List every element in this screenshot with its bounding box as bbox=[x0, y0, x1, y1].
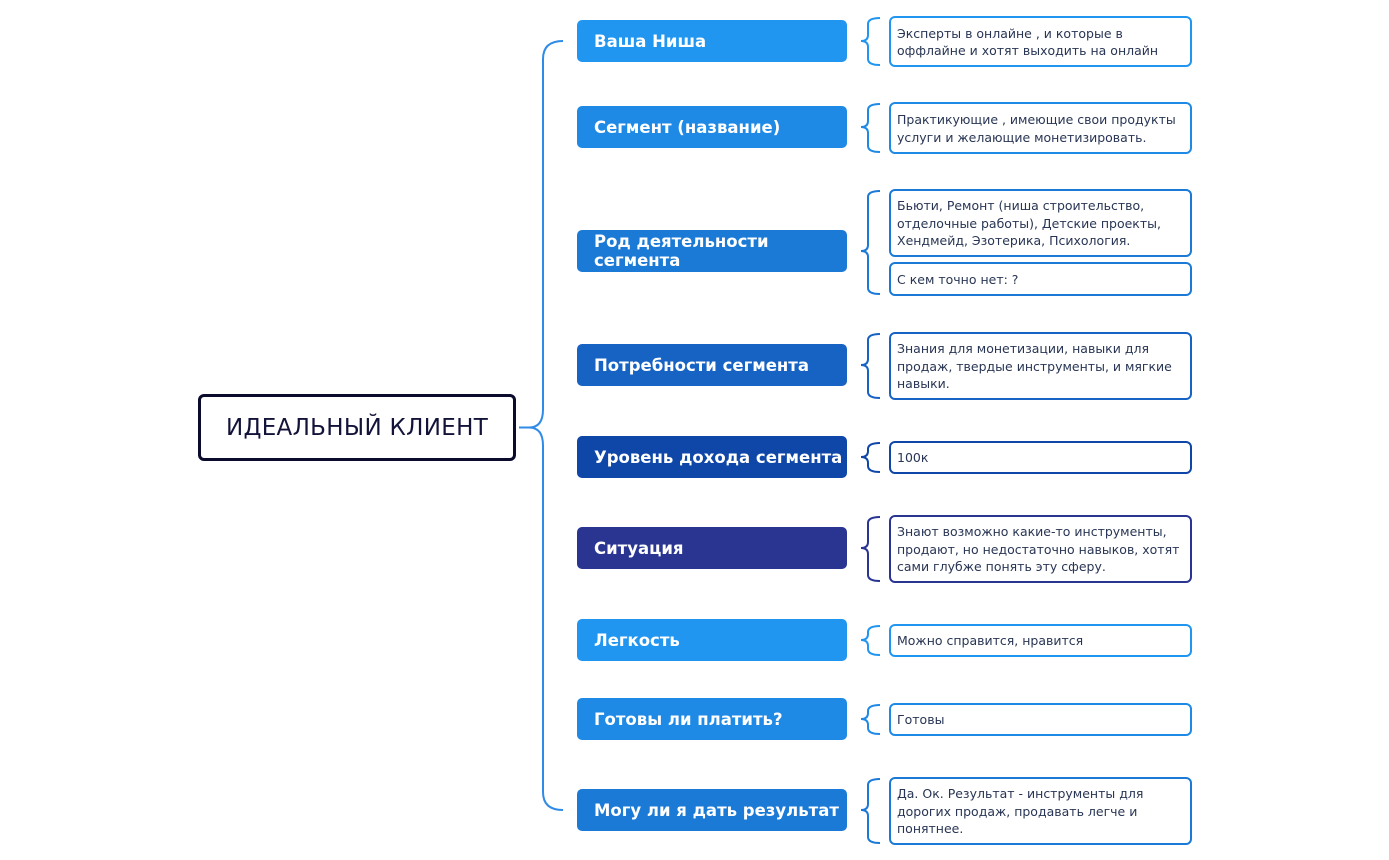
note-ease[interactable]: Можно справится, нравится bbox=[889, 624, 1192, 657]
branch-label: Ваша Ниша bbox=[594, 31, 707, 51]
note-ready-to-pay[interactable]: Готовы bbox=[889, 703, 1192, 736]
note-brace bbox=[860, 442, 881, 473]
branch-label: Могу ли я дать результат bbox=[594, 800, 839, 820]
note-text: Знают возможно какие-то инструменты, про… bbox=[897, 524, 1180, 575]
root-label: ИДЕАЛЬНЫЙ КЛИЕНТ bbox=[225, 414, 489, 441]
branch-label: Потребности сегмента bbox=[594, 355, 809, 375]
note-brace bbox=[860, 17, 881, 66]
note-situation[interactable]: Знают возможно какие-то инструменты, про… bbox=[889, 515, 1192, 583]
branch-node-activity[interactable]: Род деятельности сегмента bbox=[577, 230, 847, 272]
note-text: Можно справится, нравится bbox=[897, 633, 1084, 649]
note-activity[interactable]: Бьюти, Ремонт (ниша строительство, отдел… bbox=[889, 189, 1192, 257]
branch-label: Готовы ли платить? bbox=[594, 709, 783, 729]
branch-node-situation[interactable]: Ситуация bbox=[577, 527, 847, 569]
root-bracket bbox=[528, 40, 564, 811]
note-niche[interactable]: Эксперты в онлайне , и которые в оффлайн… bbox=[889, 16, 1192, 67]
note-result[interactable]: Да. Ок. Результат - инструменты для доро… bbox=[889, 777, 1192, 845]
root-node[interactable]: ИДЕАЛЬНЫЙ КЛИЕНТ bbox=[198, 394, 516, 461]
note-brace bbox=[860, 704, 881, 735]
branch-label: Ситуация bbox=[594, 538, 684, 558]
note-brace bbox=[860, 778, 881, 844]
branch-node-needs[interactable]: Потребности сегмента bbox=[577, 344, 847, 386]
branch-node-ready-to-pay[interactable]: Готовы ли платить? bbox=[577, 698, 847, 740]
note-text: Да. Ок. Результат - инструменты для доро… bbox=[897, 786, 1144, 837]
note-brace bbox=[860, 333, 881, 399]
branch-node-result[interactable]: Могу ли я дать результат bbox=[577, 789, 847, 831]
branch-label: Уровень дохода сегмента bbox=[594, 447, 843, 467]
note-income[interactable]: 100к bbox=[889, 441, 1192, 474]
note-text: 100к bbox=[897, 450, 929, 466]
note-needs[interactable]: Знания для монетизации, навыки для прода… bbox=[889, 332, 1192, 400]
note-text: Практикующие , имеющие свои продукты усл… bbox=[897, 112, 1176, 145]
branch-node-income[interactable]: Уровень дохода сегмента bbox=[577, 436, 847, 478]
note-brace bbox=[860, 103, 881, 153]
note-brace bbox=[860, 516, 881, 582]
note-text: Готовы bbox=[897, 712, 945, 728]
note-text: Знания для монетизации, навыки для прода… bbox=[897, 341, 1172, 392]
branch-node-ease[interactable]: Легкость bbox=[577, 619, 847, 661]
branch-label: Сегмент (название) bbox=[594, 117, 781, 137]
note-text: Эксперты в онлайне , и которые в оффлайн… bbox=[897, 25, 1159, 59]
note-activity-exclusions[interactable]: С кем точно нет: ? bbox=[889, 262, 1192, 296]
note-text: Бьюти, Ремонт (ниша строительство, отдел… bbox=[897, 198, 1161, 249]
note-brace bbox=[860, 190, 881, 295]
note-brace bbox=[860, 625, 881, 656]
branch-node-segment-name[interactable]: Сегмент (название) bbox=[577, 106, 847, 148]
branch-node-niche[interactable]: Ваша Ниша bbox=[577, 20, 847, 62]
note-text: С кем точно нет: ? bbox=[897, 271, 1019, 287]
note-segment-name[interactable]: Практикующие , имеющие свои продукты усл… bbox=[889, 102, 1192, 154]
branch-label: Род деятельности сегмента bbox=[594, 232, 769, 270]
branch-label: Легкость bbox=[594, 630, 680, 650]
